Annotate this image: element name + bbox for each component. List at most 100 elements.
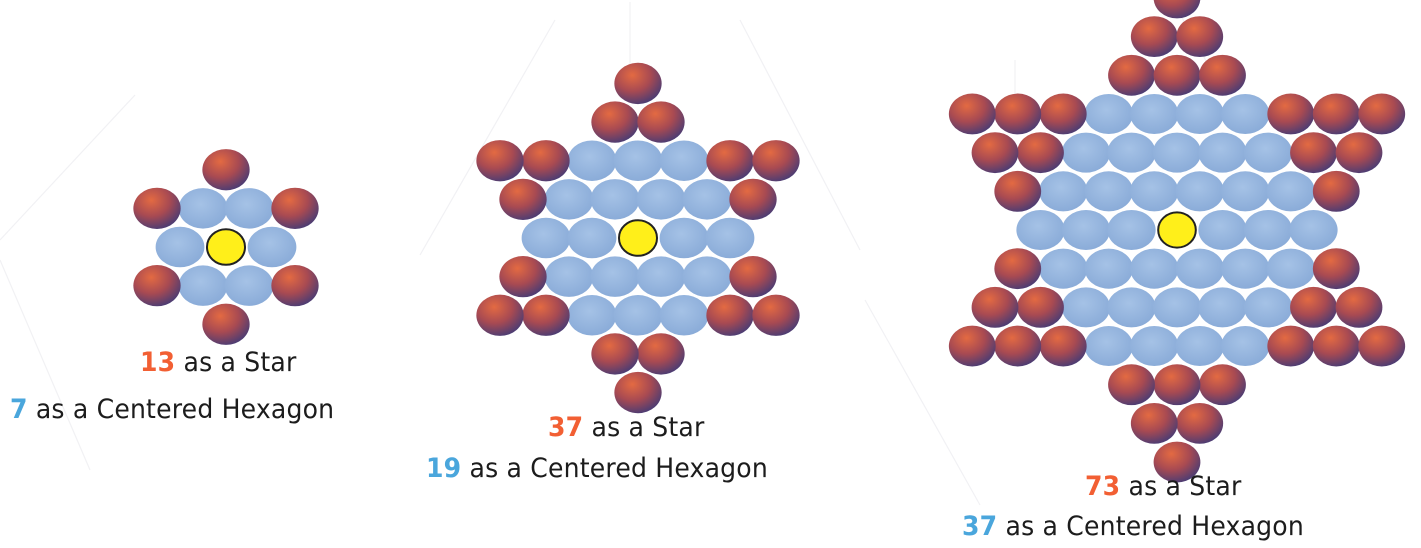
star-point-ball [729,178,777,221]
star-point-ball [1267,93,1315,135]
star-point-ball [591,333,639,375]
large-star-label: as a Star [1128,471,1242,502]
small-hexagon-count: 7 [10,394,28,425]
star-point-ball [1199,54,1246,96]
hexagon-ball [1221,93,1270,134]
star-point-ball [1335,286,1383,328]
star-point-ball [1017,286,1064,328]
star-point-ball [1153,0,1201,19]
large-star-count: 73 [1085,471,1121,502]
hexagon-ball [1107,287,1156,328]
hexagon-ball [590,256,640,297]
medium-hexagon-count: 19 [426,453,462,484]
hexagon-ball [567,217,617,259]
star-point-ball [1176,16,1224,58]
hexagon-ball [705,217,755,259]
hexagon-ball [1243,287,1293,328]
large-hexagon-label: as a Centered Hexagon [1005,511,1304,542]
hexagon-ball [247,226,297,268]
star-point-ball [1153,364,1201,406]
hexagon-ball [1016,209,1065,251]
hexagon-ball [155,226,205,268]
hexagon-ball [1266,171,1315,212]
center-ball [617,219,659,257]
medium-star-caption: 37 as a Star [548,414,705,441]
star-point-ball [1290,132,1337,174]
star-point-ball [499,178,547,221]
star-point-ball [476,140,524,182]
star-point-ball [522,294,570,336]
hexagon-ball [1039,248,1088,289]
hexagon-ball [1039,171,1088,212]
star-point-ball [1130,16,1178,58]
star-point-ball [1039,93,1087,135]
star-point-ball [1312,325,1360,367]
small-star-count: 13 [140,347,176,378]
hexagon-ball [1130,171,1179,212]
hexagon-ball [544,256,594,297]
star-point-ball [971,132,1019,174]
center-ball [205,228,247,266]
hexagon-ball [1107,209,1156,251]
star-point-ball [1335,132,1383,174]
star-point-ball [706,294,754,336]
center-ball [1157,211,1197,249]
star-point-ball [994,170,1042,212]
hexagon-ball [567,140,617,181]
hexagon-ball [544,179,594,220]
medium-hexagon-label: as a Centered Hexagon [469,453,768,484]
hexagon-ball [1243,209,1293,251]
hexagon-ball [1107,132,1156,173]
medium-star-count: 37 [548,412,584,443]
hexagon-ball [1084,326,1133,367]
star-point-ball [202,303,250,345]
hexagon-ball [1130,248,1179,289]
hexagon-ball [590,179,640,220]
star-point-ball [637,101,685,143]
medium-hexagon-caption: 19 as a Centered Hexagon [426,455,768,482]
hexagon-ball [1061,132,1111,173]
hexagon-ball [659,140,709,181]
hexagon-ball [1198,209,1247,251]
hexagon-ball [659,295,709,336]
star-point-ball [202,149,250,191]
star-point-ball [476,294,524,336]
hexagon-ball [682,256,732,297]
star-point-ball [729,255,777,298]
hexagon-ball [224,265,274,306]
hexagon-ball [613,140,663,181]
star-point-ball [1130,402,1178,444]
medium-star-label: as a Star [591,412,705,443]
star-point-ball [614,62,662,105]
large-star-figure [948,0,1406,483]
star-point-ball [994,93,1042,135]
hexagon-ball [567,295,617,336]
hexagon-ball [1175,248,1224,289]
star-point-ball [1153,441,1201,483]
hexagon-ball [1266,248,1315,289]
hexagon-ball [521,217,571,259]
hexagon-ball [1130,326,1179,367]
hexagon-ball [1152,287,1202,328]
star-point-ball [752,294,800,336]
star-point-ball [948,325,996,367]
star-point-ball [1312,248,1360,290]
hexagon-ball [1152,132,1202,173]
hexagon-ball [613,295,663,336]
star-point-ball [133,264,181,307]
star-point-ball [1017,132,1064,174]
small-star-label: as a Star [183,347,297,378]
hexagon-ball [1243,132,1293,173]
small-star-figure [133,149,319,345]
hexagon-ball [1221,171,1270,212]
hexagon-ball [1175,93,1224,134]
star-point-ball [133,187,181,230]
hexagon-ball [1084,248,1133,289]
hexagon-ball [1084,93,1133,134]
star-point-ball [948,93,996,135]
star-point-ball [1199,364,1246,406]
star-point-ball [271,264,319,307]
hexagon-ball [178,188,228,229]
large-hexagon-count: 37 [962,511,998,542]
